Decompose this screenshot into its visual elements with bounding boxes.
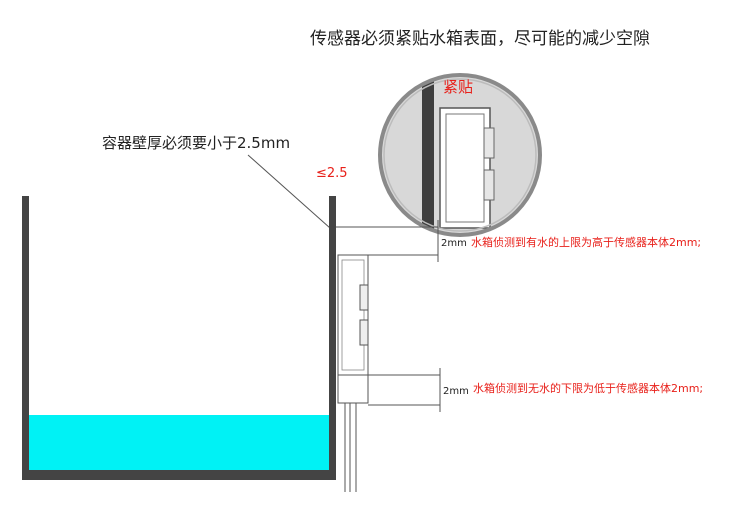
water xyxy=(29,415,329,470)
tank-right-wall xyxy=(329,196,336,480)
lower-limit-note: 水箱侦测到无水的下限为低于传感器本体2mm; xyxy=(473,381,703,395)
upper-gap-label: 2mm xyxy=(441,238,467,249)
tank-left-wall xyxy=(22,196,29,480)
lower-dimension xyxy=(368,368,441,412)
water-tank xyxy=(22,196,336,480)
wall-leader-line xyxy=(247,154,331,229)
sensor xyxy=(337,254,369,492)
top-note: 传感器必须紧贴水箱表面，尽可能的减少空隙 xyxy=(310,29,650,49)
wall-thickness-note: 容器壁厚必须要小于2.5mm xyxy=(102,134,290,152)
lower-gap-label: 2mm xyxy=(443,386,469,397)
upper-dimension xyxy=(336,220,439,262)
upper-limit-note: 水箱侦测到有水的上限为高于传感器本体2mm; xyxy=(471,235,701,249)
tight-fit-label: 紧贴 xyxy=(443,78,473,96)
magnified-sensor xyxy=(439,107,491,229)
tank-bottom xyxy=(22,470,336,480)
magnifier-view xyxy=(378,73,542,237)
wall-limit-label: ≤2.5 xyxy=(316,166,348,181)
magnified-wall xyxy=(422,80,434,230)
